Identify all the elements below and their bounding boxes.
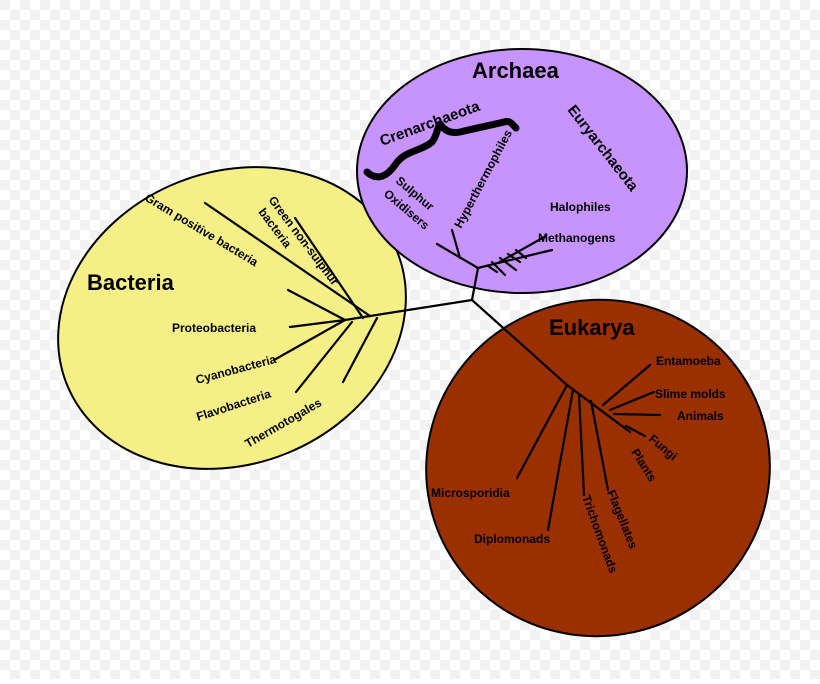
halophiles-label: Halophiles xyxy=(550,200,611,214)
animals-label: Animals xyxy=(677,409,724,423)
methanogens-label: Methanogens xyxy=(538,231,616,245)
eukarya-title: Eukarya xyxy=(549,315,635,340)
bacteria-branches xyxy=(203,201,379,394)
crenarchaeota-brace xyxy=(363,118,520,181)
proteobacteria-label: Proteobacteria xyxy=(172,321,256,335)
archaea-ellipse xyxy=(356,48,688,294)
eukarya-branches xyxy=(515,363,662,532)
bacteria-title: Bacteria xyxy=(87,270,175,295)
entamoeba-label: Entamoeba xyxy=(656,354,721,368)
slime-molds-label: Slime molds xyxy=(655,387,726,401)
eukarya-ellipse xyxy=(425,298,771,638)
microsporidia-label: Microsporidia xyxy=(431,486,510,500)
archaea-branches xyxy=(435,228,554,277)
tree-trunk xyxy=(368,266,569,387)
archaea-title: Archaea xyxy=(472,58,560,83)
diplomonads-label: Diplomonads xyxy=(474,532,550,546)
